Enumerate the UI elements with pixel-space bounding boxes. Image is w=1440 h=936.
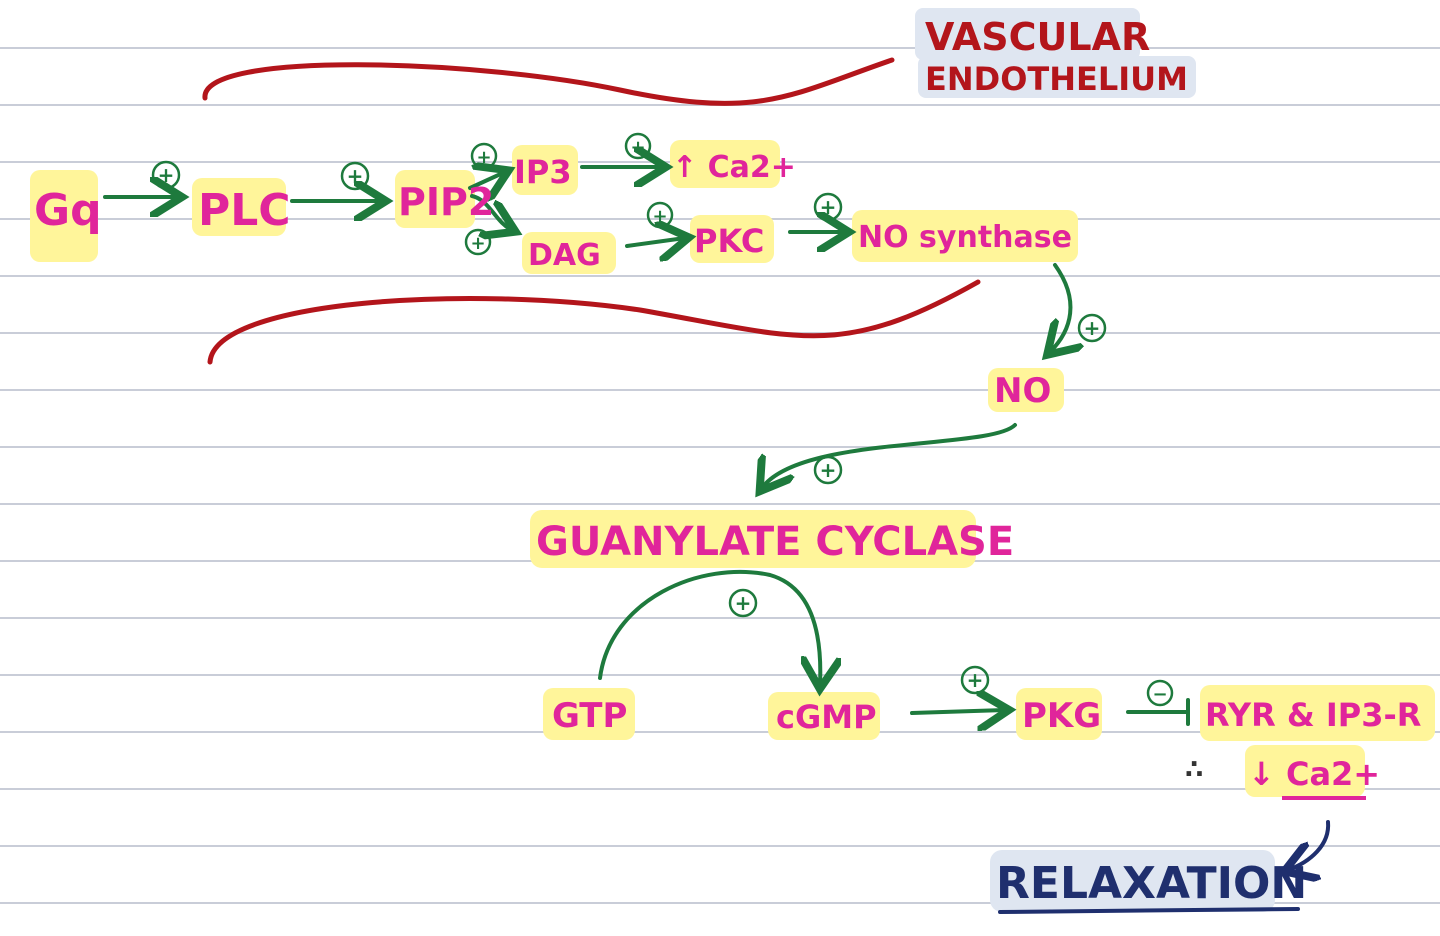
node-gq: Gq xyxy=(34,185,102,236)
node-dag: DAG xyxy=(528,238,601,273)
relaxation-underline xyxy=(998,907,1300,914)
node-no-synthase: NO synthase xyxy=(858,220,1072,255)
arrow-ca-relaxation xyxy=(1288,820,1331,870)
svg-text:+: + xyxy=(476,147,491,168)
arrow-dag-pkc xyxy=(625,238,685,246)
highlight-ip3 xyxy=(512,145,578,195)
arrow-cgmp-pkg xyxy=(910,710,1005,713)
node-no: NO xyxy=(994,371,1051,411)
node-ryr-ip3r: RYR & IP3-R xyxy=(1205,696,1421,734)
highlight-guanylate-cyclase xyxy=(530,510,976,568)
highlight-pkg xyxy=(1016,688,1102,740)
plus-sign-dag-pkc: + xyxy=(646,201,674,229)
highlight-pkc xyxy=(690,215,774,263)
plus-sign-gtp-cgmp: + xyxy=(728,588,758,618)
highlight-no-synthase xyxy=(852,210,1078,262)
plus-sign-cgmp-pkg: + xyxy=(960,665,990,695)
node-relaxation: RELAXATION xyxy=(996,858,1307,909)
svg-text:+: + xyxy=(820,195,837,219)
title-highlight-2 xyxy=(918,56,1196,98)
therefore-symbol: ∴ xyxy=(1185,755,1203,785)
node-gtp: GTP xyxy=(552,696,627,736)
plus-sign-nos-no: + xyxy=(1077,313,1107,343)
title-highlight xyxy=(915,8,1140,60)
arrow-no-gc xyxy=(762,423,1017,488)
highlight-pip2 xyxy=(395,170,475,228)
membrane-bottom xyxy=(207,279,981,365)
plus-sign-pip2-ip3: + xyxy=(470,142,498,170)
svg-text:+: + xyxy=(470,233,485,254)
node-pkc: PKC xyxy=(694,222,764,260)
node-cgmp: cGMP xyxy=(776,698,877,736)
svg-text:+: + xyxy=(347,164,364,188)
node-ca-up: ↑ Ca2+ xyxy=(672,150,796,185)
plus-sign-gq-plc: + xyxy=(151,160,181,190)
highlight-gq xyxy=(30,170,98,262)
plus-sign-ip3-ca: + xyxy=(624,132,652,160)
highlight-relaxation xyxy=(990,850,1275,912)
inhibit-pkg-ryr xyxy=(1126,698,1190,726)
node-ca-down: ↓ Ca2+ xyxy=(1248,755,1380,793)
svg-text:+: + xyxy=(735,591,752,615)
highlight-plc xyxy=(192,178,286,236)
highlight-cgmp xyxy=(768,692,880,740)
arrow-pip2-dag xyxy=(470,194,512,230)
highlight-no xyxy=(988,368,1064,412)
highlight-gtp xyxy=(543,688,635,740)
highlight-dag xyxy=(522,232,616,274)
membrane-top xyxy=(202,57,895,106)
arrow-nos-no xyxy=(1050,263,1070,352)
svg-text:+: + xyxy=(967,668,984,692)
node-pip2: PIP2 xyxy=(398,180,494,224)
highlight-ryr xyxy=(1200,685,1435,741)
highlight-ca-up xyxy=(670,140,780,188)
minus-sign-pkg-ryr: − xyxy=(1146,679,1174,707)
node-pkg: PKG xyxy=(1022,696,1101,736)
plus-sign-plc-pip2: + xyxy=(340,161,370,191)
svg-text:+: + xyxy=(630,137,645,158)
arrow-gtp-cgmp xyxy=(598,569,820,685)
node-plc: PLC xyxy=(198,185,291,236)
title-line-1: VASCULAR xyxy=(925,15,1150,59)
plus-sign-pkc-nos: + xyxy=(813,192,843,222)
svg-text:+: + xyxy=(820,458,837,482)
plus-sign-no-gc: + xyxy=(813,455,843,485)
highlight-ca-down xyxy=(1245,745,1365,797)
node-ip3: IP3 xyxy=(514,153,572,191)
title-line-2: ENDOTHELIUM xyxy=(925,60,1188,98)
node-guanylate-cyclase: GUANYLATE CYCLASE xyxy=(536,519,1014,565)
arrow-pip2-ip3 xyxy=(468,172,505,188)
plus-sign-pip2-dag: + xyxy=(464,228,492,256)
svg-text:+: + xyxy=(652,206,667,227)
svg-text:−: − xyxy=(1152,684,1167,705)
svg-text:+: + xyxy=(158,163,175,187)
svg-text:+: + xyxy=(1084,316,1101,340)
